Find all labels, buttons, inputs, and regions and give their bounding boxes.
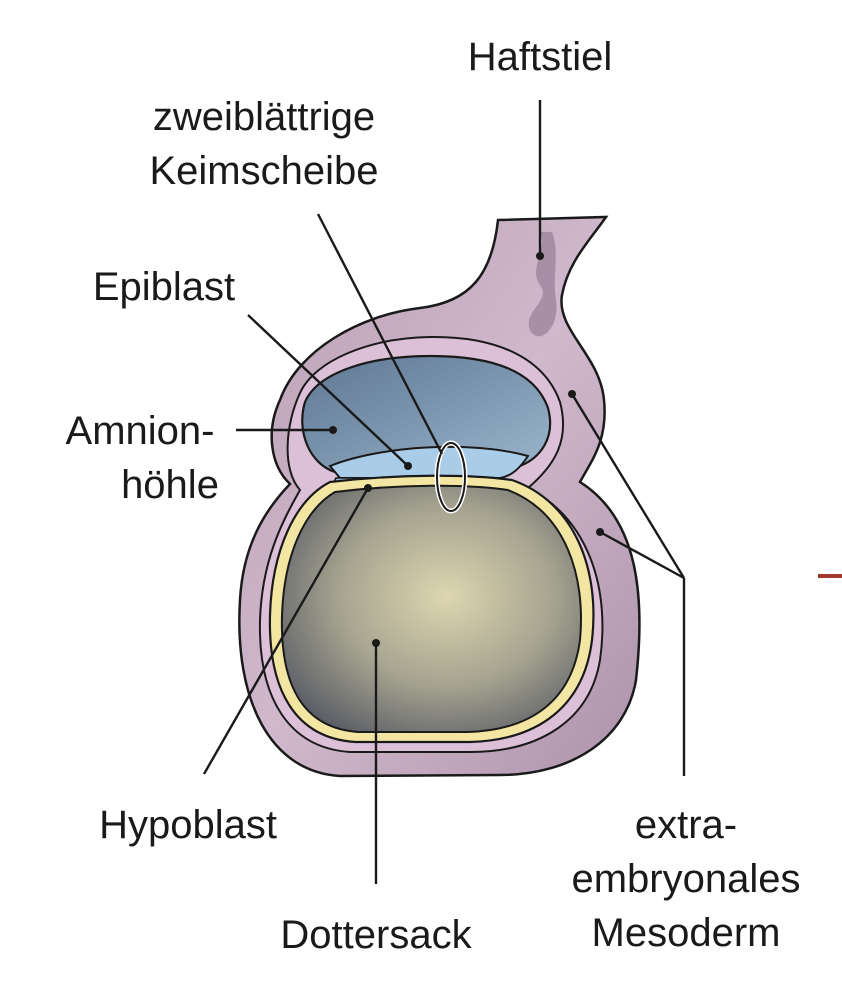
leader-keimscheibe [316,213,444,455]
dot-hypoblast [364,484,372,492]
dot-mesoderm-b [596,528,604,536]
yolk-sac-cavity [280,484,582,733]
label-epiblast: Epiblast [93,265,235,309]
label-mesoderm-line2: embryonales [571,857,800,901]
dot-haftstiel [536,252,544,260]
leader-mesoderm-a [570,393,686,579]
label-keimscheibe-line1: zweiblättrige [153,95,375,139]
label-mesoderm-line1: extra- [635,803,737,847]
amniotic-cavity [301,354,552,474]
label-keimscheibe-line2: Keimscheibe [149,149,378,193]
label-mesoderm-line3: Mesoderm [592,911,781,955]
label-amnion-line1: Amnion- [66,409,215,453]
label-dottersack: Dottersack [280,913,472,957]
dot-epiblast [404,462,412,470]
label-haftstiel: Haftstiel [468,35,613,79]
stalk-mesoderm-streak [528,232,557,337]
bilaminar-disc-loop-outline [436,442,466,512]
leader-epiblast [247,314,409,467]
leader-mesoderm-b [599,530,685,580]
leader-hypoblast [202,487,370,775]
epiblast-layer [328,445,530,479]
label-amnion-line2: höhle [121,463,219,507]
dot-mesoderm-a [568,390,576,398]
dot-amnion [329,426,337,434]
label-hypoblast: Hypoblast [99,803,277,847]
dot-dottersack [372,639,380,647]
